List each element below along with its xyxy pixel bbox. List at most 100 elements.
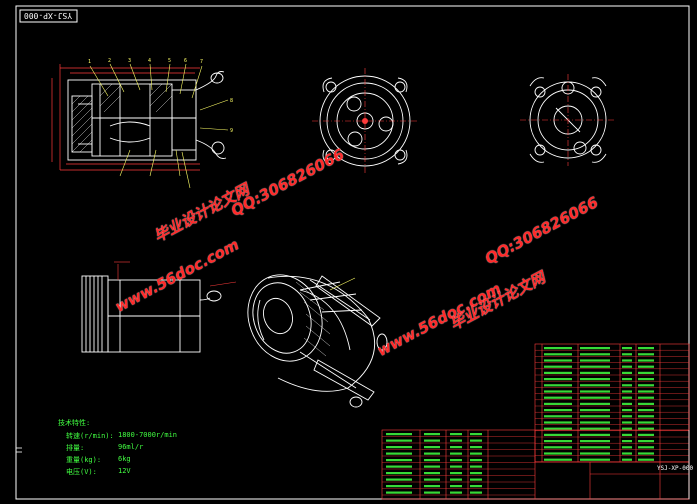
illegible-cell-text [638, 371, 654, 374]
illegible-cell-text [638, 458, 654, 461]
svg-text:6: 6 [184, 58, 187, 64]
illegible-cell-text [450, 478, 462, 481]
illegible-cell-text [580, 347, 610, 350]
illegible-cell-text [544, 452, 572, 455]
illegible-cell-text [580, 446, 610, 449]
spec-label: 转速(r/min): [66, 432, 114, 440]
illegible-cell-text [622, 365, 632, 368]
illegible-cell-text [470, 459, 482, 462]
illegible-cell-text [622, 446, 632, 449]
spec-label: 排量: [66, 444, 85, 452]
svg-text:9: 9 [230, 128, 233, 134]
illegible-cell-text [450, 459, 462, 462]
illegible-cell-text [386, 478, 412, 481]
svg-text:1: 1 [88, 59, 91, 65]
illegible-cell-text [580, 433, 610, 436]
illegible-cell-text [424, 478, 440, 481]
illegible-cell-text [424, 439, 440, 442]
illegible-cell-text [544, 402, 572, 405]
illegible-cell-text [622, 409, 632, 412]
illegible-cell-text [470, 491, 482, 494]
rear-view-centerlines [520, 74, 616, 166]
isometric-view [247, 274, 388, 408]
isometric-leader [329, 277, 356, 291]
illegible-cell-text [638, 384, 654, 387]
illegible-cell-text [544, 396, 572, 399]
spec-value: 6kg [118, 455, 131, 463]
illegible-cell-text [544, 440, 572, 443]
illegible-cell-text [450, 485, 462, 488]
illegible-cell-text [638, 446, 654, 449]
illegible-cell-text [580, 359, 610, 362]
illegible-cell-text [580, 427, 610, 430]
illegible-cell-text [424, 433, 440, 436]
illegible-cell-text [580, 353, 610, 356]
illegible-cell-text [544, 347, 572, 350]
svg-text:4: 4 [148, 58, 151, 64]
illegible-cell-text [580, 390, 610, 393]
svg-text:2: 2 [108, 58, 111, 64]
illegible-cell-text [470, 485, 482, 488]
illegible-cell-text [544, 390, 572, 393]
illegible-cell-text [638, 359, 654, 362]
top-view [81, 275, 222, 353]
parts-list-rows [535, 350, 689, 462]
illegible-cell-text [638, 409, 654, 412]
illegible-cell-text [450, 452, 462, 455]
illegible-cell-text [544, 427, 572, 430]
illegible-cell-text [638, 353, 654, 356]
illegible-cell-text [638, 433, 654, 436]
illegible-cell-text [580, 415, 610, 418]
illegible-cell-text [638, 390, 654, 393]
illegible-cell-text [470, 465, 482, 468]
illegible-cell-text [622, 396, 632, 399]
illegible-cell-text [544, 371, 572, 374]
illegible-cell-text [544, 353, 572, 356]
illegible-cell-text [386, 433, 412, 436]
spec-value: 96ml/r [118, 443, 144, 451]
svg-text:5: 5 [168, 58, 171, 64]
illegible-cell-text [470, 478, 482, 481]
illegible-cell-text [622, 427, 632, 430]
illegible-cell-text [622, 458, 632, 461]
svg-text:3: 3 [128, 58, 131, 64]
illegible-cell-text [580, 402, 610, 405]
illegible-cell-text [638, 415, 654, 418]
illegible-cell-text [470, 433, 482, 436]
illegible-cell-text [424, 485, 440, 488]
spec-value: 1800-7000r/min [118, 431, 178, 439]
drawing-code-box: YSJ-XP-000 [24, 11, 72, 20]
illegible-cell-text [580, 371, 610, 374]
frame-tick-left [16, 447, 22, 453]
illegible-cell-text [622, 371, 632, 374]
illegible-cell-text [386, 465, 412, 468]
spec-label: 电压(V): [66, 468, 97, 476]
svg-text:7: 7 [200, 59, 203, 65]
illegible-cell-text [386, 446, 412, 449]
title-block-drawing-code: YSJ-XP-000 [657, 465, 694, 472]
illegible-cell-text [470, 452, 482, 455]
illegible-cell-text [622, 378, 632, 381]
illegible-cell-text [544, 421, 572, 424]
illegible-cell-text [638, 365, 654, 368]
illegible-cell-text [580, 378, 610, 381]
illegible-cell-text [450, 472, 462, 475]
illegible-cell-text [638, 378, 654, 381]
illegible-cell-text [424, 446, 440, 449]
illegible-cell-text [544, 433, 572, 436]
title-block-rows [382, 436, 535, 496]
illegible-cell-text [638, 421, 654, 424]
illegible-cell-text [638, 440, 654, 443]
illegible-cell-text [544, 359, 572, 362]
illegible-cell-text [424, 459, 440, 462]
illegible-cell-text [580, 365, 610, 368]
isometric-view-ribs [295, 281, 331, 357]
illegible-cell-text [450, 491, 462, 494]
illegible-cell-text [622, 440, 632, 443]
illegible-cell-text [424, 491, 440, 494]
spec-heading: 技术特性: [58, 419, 91, 427]
illegible-cell-text [622, 390, 632, 393]
title-block-cells [386, 433, 482, 494]
illegible-cell-text [450, 433, 462, 436]
